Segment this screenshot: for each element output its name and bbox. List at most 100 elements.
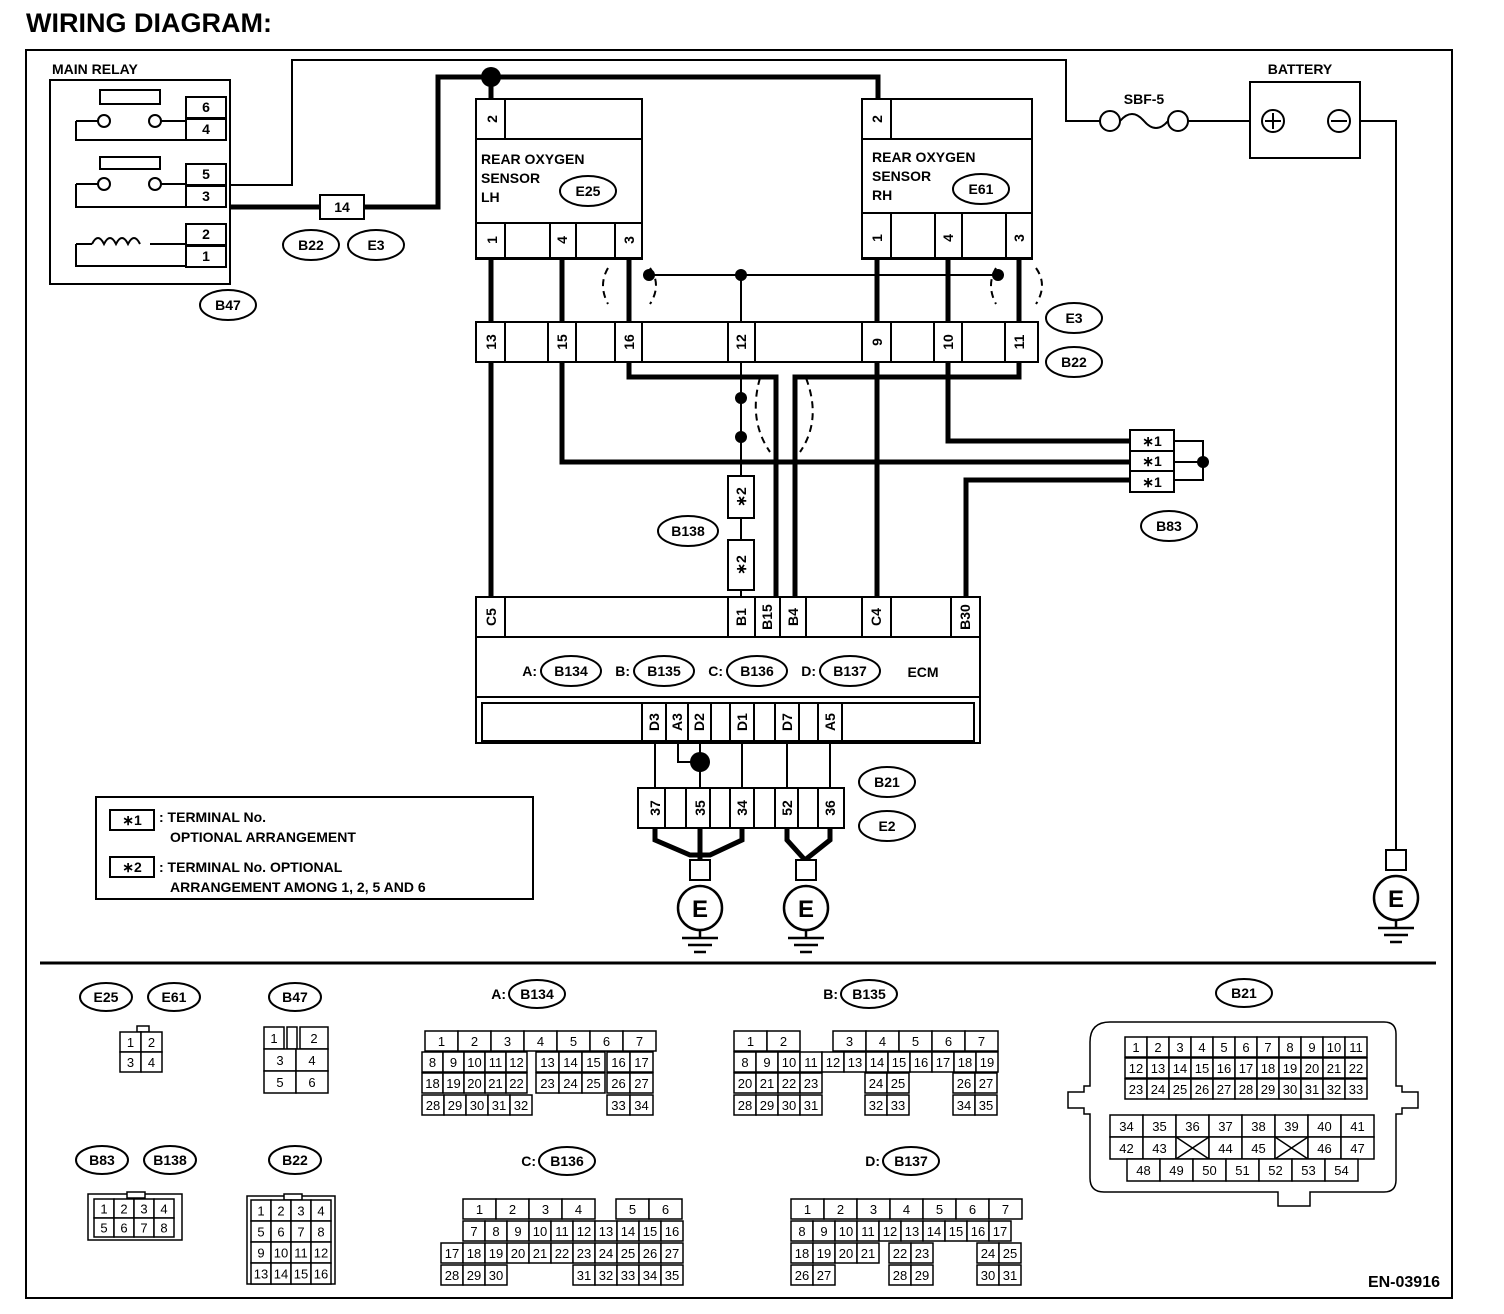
junction-pin-label: 16: [621, 334, 637, 350]
svg-text:2: 2: [869, 115, 885, 123]
connector-cell-label: 33: [621, 1268, 635, 1283]
connector-cell: [974, 1072, 998, 1094]
connector-latch: [136, 1025, 150, 1033]
connector-cell-label: 5: [276, 1075, 283, 1090]
connector-cell-label: 26: [611, 1076, 625, 1091]
svg-text:SENSOR: SENSOR: [481, 170, 540, 186]
connector-cell-label: 8: [492, 1224, 499, 1239]
connector-cell-label: 31: [1003, 1268, 1017, 1283]
connector-view-prefix: B:: [823, 986, 838, 1002]
connector-cell-label: 12: [1129, 1061, 1143, 1076]
connector-cell: [140, 1051, 163, 1073]
ecm-bottom-pin-label: A5: [822, 713, 838, 731]
connector-cell-label: 12: [826, 1055, 840, 1070]
ground-label: E: [798, 896, 814, 923]
connector-cell-label: 5: [100, 1221, 107, 1236]
connector-view-prefix: A:: [491, 986, 506, 1002]
ground-plug: [689, 859, 711, 881]
connector-cell-label: 14: [621, 1224, 635, 1239]
connector-cell: [629, 1072, 654, 1094]
connector-cell: [1344, 1057, 1368, 1079]
connector-cell-label: 7: [140, 1221, 147, 1236]
connector-cell-label: 34: [957, 1098, 971, 1113]
connector-cell-label: 30: [470, 1098, 484, 1113]
connector-cell-label: 7: [1264, 1040, 1271, 1055]
connector-cell-label: 25: [1173, 1082, 1187, 1097]
connector-cell-label: 10: [533, 1224, 547, 1239]
connector-cell-label: 22: [555, 1246, 569, 1261]
connector-cell: [660, 1220, 684, 1242]
connector-view-name: B136: [550, 1153, 584, 1169]
connector-cell-label: 2: [1154, 1040, 1161, 1055]
connector-cell-label: 1: [476, 1202, 483, 1217]
ecm-connector-prefix: A:: [522, 663, 537, 679]
connector-cell-label: 1: [438, 1034, 445, 1049]
connector-view-tag: [143, 1145, 197, 1175]
connector-cell-label: 19: [489, 1246, 503, 1261]
connector-cell-label: 18: [795, 1246, 809, 1261]
connector-cell-label: 20: [511, 1246, 525, 1261]
ecm-top-pin-label: B30: [957, 604, 973, 630]
ecm-connector-name: B136: [740, 663, 774, 679]
connector-cell-label: 3: [504, 1034, 511, 1049]
connector-cell-label: 10: [782, 1055, 796, 1070]
ecm-connector-prefix: B:: [615, 663, 630, 679]
connector-cell-label: 47: [1350, 1141, 1364, 1156]
connector-cell-label: 24: [869, 1076, 883, 1091]
splice-dots: [481, 67, 1209, 772]
connector-cell-label: 20: [1305, 1061, 1319, 1076]
connector-cell-label: 23: [1129, 1082, 1143, 1097]
connector-cell-label: 24: [1151, 1082, 1165, 1097]
connector-cell-label: 7: [1002, 1202, 1009, 1217]
connector-cell-label: 7: [297, 1225, 304, 1240]
connector-cell-label: 50: [1202, 1163, 1216, 1178]
connector-cell: [484, 1264, 508, 1286]
connector-cell: [910, 1242, 934, 1264]
ecm-label: ECM: [907, 664, 938, 680]
connector-cell-label: 14: [563, 1055, 577, 1070]
svg-text:REAR OXYGEN: REAR OXYGEN: [872, 149, 975, 165]
inline-connector-14: 14 B22 E3: [282, 194, 405, 261]
connector-cell-label: 6: [969, 1202, 976, 1217]
connector-cell-label: 24: [563, 1076, 577, 1091]
connector-cell-label: 31: [577, 1268, 591, 1283]
connector-cell: [153, 1217, 175, 1238]
connector-latch: [286, 1026, 298, 1050]
svg-text:E3: E3: [367, 237, 384, 253]
connector-cell-label: 35: [979, 1098, 993, 1113]
connector-cell: [964, 1030, 999, 1052]
connector-cell-label: 28: [893, 1268, 907, 1283]
connector-cell-label: 3: [297, 1204, 304, 1219]
connector-cell-label: 3: [140, 1202, 147, 1217]
connector-cell-label: 9: [820, 1224, 827, 1239]
svg-text:∗1: ∗1: [1142, 474, 1162, 490]
connector-cell-label: 1: [1132, 1040, 1139, 1055]
connector-latch: [283, 1193, 303, 1201]
svg-text:3: 3: [1011, 234, 1027, 242]
connector-cell-label: 48: [1136, 1163, 1150, 1178]
connector-cell-label: 13: [905, 1224, 919, 1239]
relay-pin-box: [185, 185, 227, 208]
connector-cell-label: 16: [314, 1267, 328, 1282]
connector-view-prefix: C:: [521, 1153, 536, 1169]
connector-cell-label: 5: [570, 1034, 577, 1049]
connector-cell-label: 24: [599, 1246, 613, 1261]
connector-cell-label: 21: [533, 1246, 547, 1261]
main-relay-label: MAIN RELAY: [52, 61, 138, 77]
connector-cell-label: 18: [467, 1246, 481, 1261]
connector-cell: [799, 1094, 823, 1116]
connector-cell-label: 14: [1173, 1061, 1187, 1076]
connector-cell-label: 16: [971, 1224, 985, 1239]
relay-pin-label: 5: [202, 166, 210, 182]
ecm-top-pin-label: B1: [733, 608, 749, 626]
ecm-connector-prefix: C:: [708, 663, 723, 679]
connector-cell: [886, 1094, 910, 1116]
connector-cell-label: 43: [1152, 1141, 1166, 1156]
connector-view-name: B134: [520, 986, 554, 1002]
connector-cell-label: 5: [912, 1034, 919, 1049]
connector-cell-label: 25: [1003, 1246, 1017, 1261]
connector-view-tag: [538, 1146, 596, 1176]
ecm-connector-tag: [633, 655, 695, 687]
connector-cell-label: 4: [903, 1202, 910, 1217]
